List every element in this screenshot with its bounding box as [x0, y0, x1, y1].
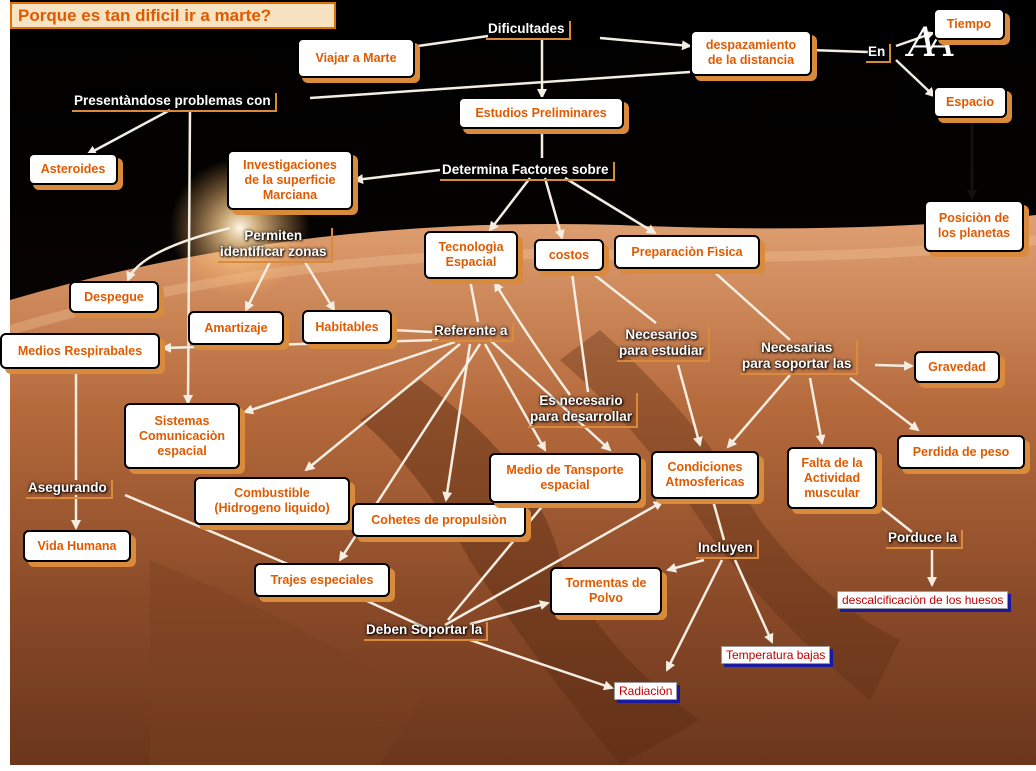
- connector: [391, 328, 433, 334]
- node-viajar-a-marte[interactable]: Viajar a Marte: [297, 38, 415, 78]
- node-perdida-peso[interactable]: Perdida de peso: [897, 435, 1025, 469]
- label-en: En: [866, 44, 892, 63]
- node-falta-actividad[interactable]: Falta de la Actividad muscular: [787, 447, 877, 509]
- connector: [710, 496, 726, 541]
- connector: [895, 59, 936, 98]
- connector: [442, 343, 472, 502]
- node-condiciones-atmosfericas[interactable]: Condiciones Atmosfericas: [651, 451, 759, 499]
- node-medio-transporte[interactable]: Medio de Tansporte espacial: [489, 453, 641, 503]
- connector: [309, 70, 691, 100]
- node-espacio[interactable]: Espacio: [933, 86, 1007, 118]
- label-porduce: Porduce la: [886, 530, 964, 549]
- node-vida-humana[interactable]: Vida Humana: [23, 530, 131, 562]
- connector: [849, 377, 920, 432]
- connector: [417, 34, 489, 48]
- connector: [726, 374, 791, 449]
- node-despegue[interactable]: Despegue: [69, 281, 159, 313]
- connector: [665, 559, 724, 672]
- connector: [570, 272, 590, 393]
- connector: [493, 281, 572, 396]
- connector: [483, 343, 547, 452]
- label-referente: Referente a: [432, 323, 514, 342]
- connector: [591, 272, 657, 324]
- node-preparacion-fisica[interactable]: Preparaciòn Fìsica: [614, 235, 760, 269]
- connector: [126, 226, 231, 282]
- label-necesarios: Necesarios para estudiar: [617, 327, 710, 362]
- connector: [304, 343, 461, 472]
- connector: [244, 261, 272, 312]
- connector: [161, 338, 439, 353]
- label-asegurando: Asegurando: [26, 480, 113, 499]
- connector: [666, 558, 705, 573]
- connector: [809, 48, 869, 54]
- node-cohetes-propulsion[interactable]: Cohetes de propulsiòn: [352, 503, 526, 537]
- node-costos[interactable]: costos: [534, 239, 604, 271]
- label-deben-soportar: Deben Soportar la: [364, 622, 489, 641]
- connector: [489, 339, 612, 452]
- node-estudios-preliminares[interactable]: Estudios Preliminares: [458, 97, 624, 129]
- connector: [599, 36, 692, 51]
- page-title: Porque es tan dificil ir a marte?: [10, 2, 336, 29]
- node-trajes-especiales[interactable]: Trajes especiales: [254, 563, 390, 597]
- label-necesarias: Necesarias para soportar las: [740, 340, 858, 375]
- connector: [733, 559, 774, 644]
- node-habitables[interactable]: Habitables: [302, 310, 392, 344]
- connector: [353, 168, 441, 185]
- node-tormentas-polvo[interactable]: Tormentas de Polvo: [550, 567, 662, 615]
- connector: [543, 177, 565, 240]
- connector: [874, 360, 914, 371]
- label-incluyen: Incluyen: [696, 540, 759, 559]
- connector: [469, 600, 550, 626]
- connector: [468, 279, 480, 323]
- node-gravedad[interactable]: Gravedad: [914, 351, 1000, 383]
- node-radiacion[interactable]: Radiaciòn: [614, 682, 678, 700]
- label-dificultades: Dificultades: [486, 21, 571, 40]
- node-posicion-planetas[interactable]: Posiciòn de los planetas: [924, 200, 1024, 252]
- label-permiten: Permiten identificar zonas: [218, 228, 333, 263]
- connector: [86, 108, 171, 156]
- label-determina: Determina Factores sobre: [440, 162, 615, 181]
- connector: [243, 340, 456, 415]
- node-amartizaje[interactable]: Amartizaje: [188, 311, 284, 345]
- node-tiempo[interactable]: Tiempo: [933, 8, 1005, 40]
- connector: [711, 269, 791, 341]
- node-asteroides[interactable]: Asteroides: [28, 153, 118, 185]
- connector: [303, 261, 336, 312]
- connector: [447, 502, 546, 621]
- node-investigaciones[interactable]: Investigaciones de la superficie Marcian…: [227, 150, 353, 210]
- connector: [895, 30, 935, 48]
- connector: [469, 638, 614, 691]
- connector: [808, 377, 826, 445]
- connector: [124, 493, 291, 567]
- node-sistemas-comunicacion[interactable]: Sistemas Comunicaciòn espacial: [124, 403, 240, 469]
- connector: [676, 364, 703, 447]
- label-presentandose: Presentàndose problemas con: [72, 93, 277, 112]
- label-es-necesario: Es necesario para desarrollar: [528, 393, 639, 428]
- node-descalcificacion[interactable]: descalcificaciòn de los huesos: [837, 591, 1009, 609]
- connector: [364, 598, 431, 632]
- node-temperatura-bajas[interactable]: Temperatura bajas: [721, 646, 831, 664]
- node-medios-respirabales[interactable]: Medios Respirabales: [0, 333, 160, 369]
- node-tecnologia-espacial[interactable]: Tecnologìa Espacial: [424, 231, 518, 279]
- node-combustible[interactable]: Combustible (Hidrogeno liquido): [194, 477, 350, 525]
- connector: [488, 177, 531, 232]
- node-despazamiento[interactable]: despazamiento de la distancia: [690, 30, 812, 76]
- connector: [444, 500, 664, 627]
- connector: [183, 109, 194, 405]
- connector: [877, 504, 913, 533]
- connector: [564, 176, 657, 235]
